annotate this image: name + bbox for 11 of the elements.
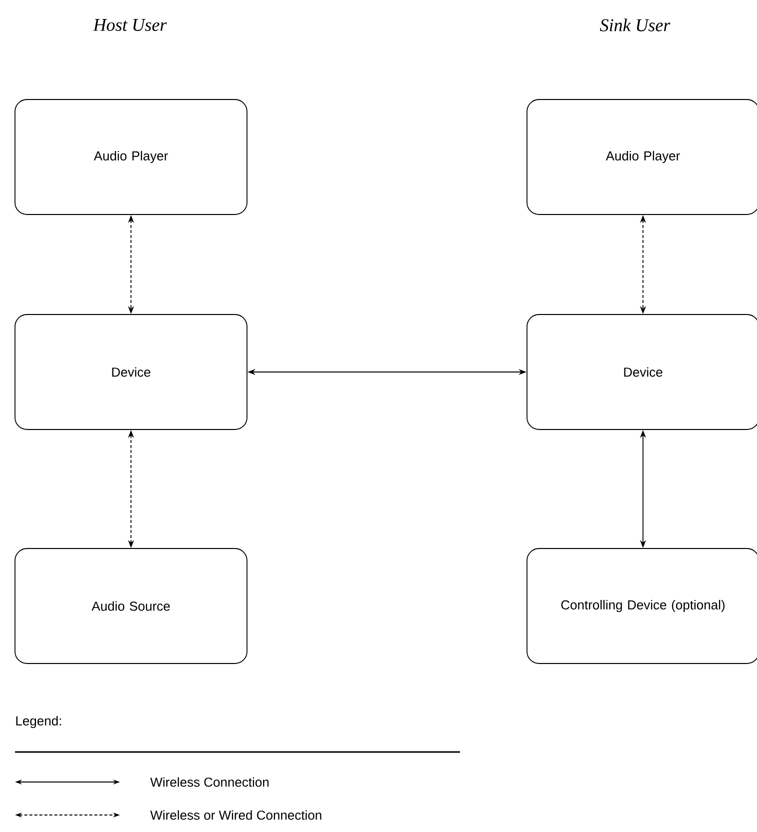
process-box: Audio Player xyxy=(14,99,248,215)
legend-heading: Legend: xyxy=(16,716,61,728)
process-box: Audio Player xyxy=(526,99,757,215)
process-box: Device xyxy=(526,314,757,430)
legend-text: Wireless or Wired Connection xyxy=(150,810,322,820)
column-heading: Host User xyxy=(93,19,167,31)
process-box: Device xyxy=(14,314,248,430)
process-box: Controlling Device (optional) xyxy=(526,548,757,664)
legend-text: Wireless Connection xyxy=(150,777,269,787)
column-heading: Sink User xyxy=(600,18,670,32)
process-box: Audio Source xyxy=(14,548,248,664)
